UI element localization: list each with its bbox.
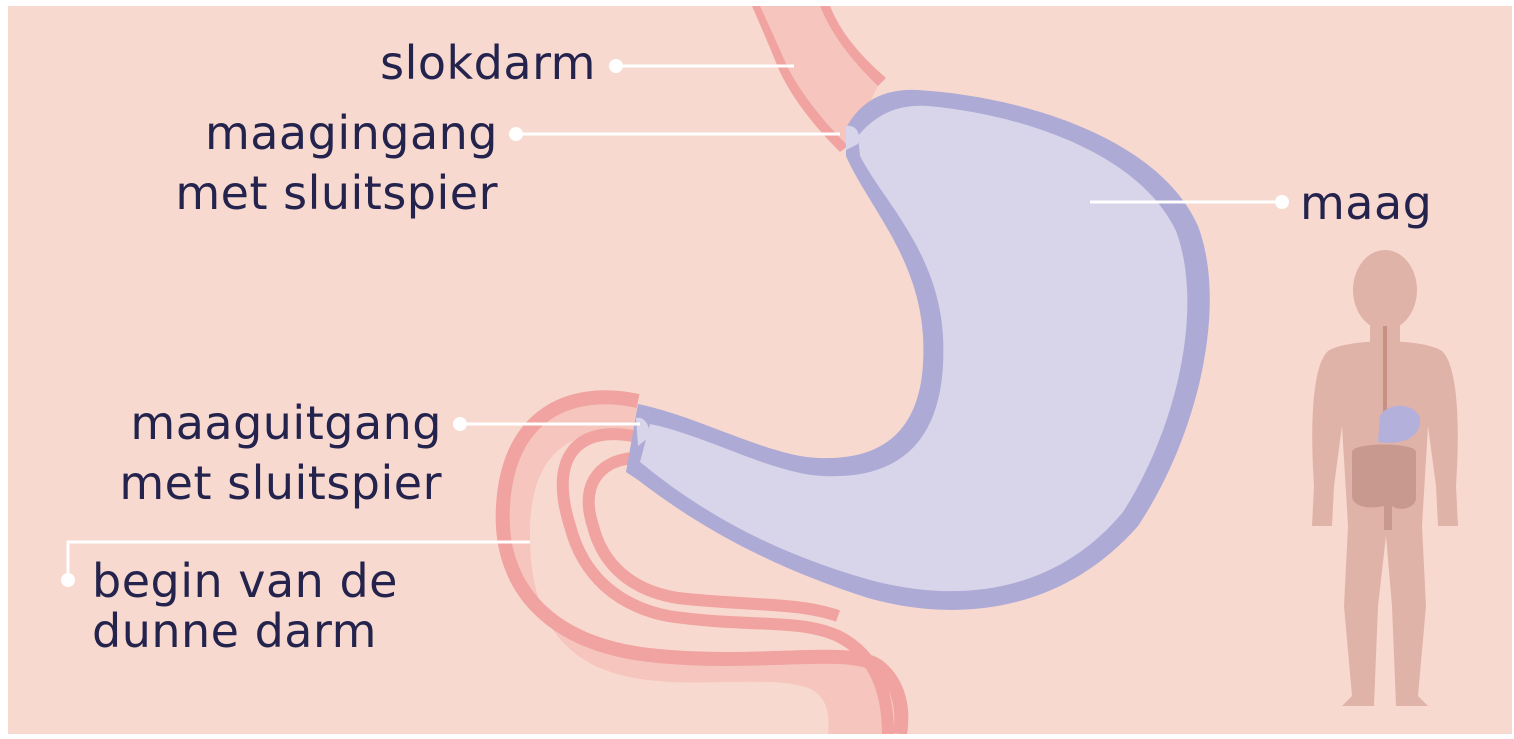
pointer-dot-outlet	[453, 417, 467, 431]
anatomy-diagram: slokdarm maagingang met sluitspier maag …	[8, 6, 1512, 734]
pointer-dot-intestine	[61, 573, 75, 587]
label-outlet-line1: maaguitgang	[108, 396, 442, 450]
label-inlet-line1: maagingang	[158, 106, 498, 160]
label-intestine-line2: dunne darm	[92, 604, 377, 658]
body-silhouette	[1312, 250, 1458, 706]
pointer-dot-inlet	[509, 127, 523, 141]
stomach	[626, 90, 1210, 610]
label-intestine-line1: begin van de	[92, 554, 398, 608]
label-stomach: maag	[1300, 176, 1432, 230]
label-esophagus: slokdarm	[308, 36, 596, 90]
pointer-dot-esophagus	[609, 59, 623, 73]
label-inlet-line2: met sluitspier	[158, 166, 498, 220]
pointer-dot-stomach	[1275, 195, 1289, 209]
label-outlet-line2: met sluitspier	[108, 456, 442, 510]
